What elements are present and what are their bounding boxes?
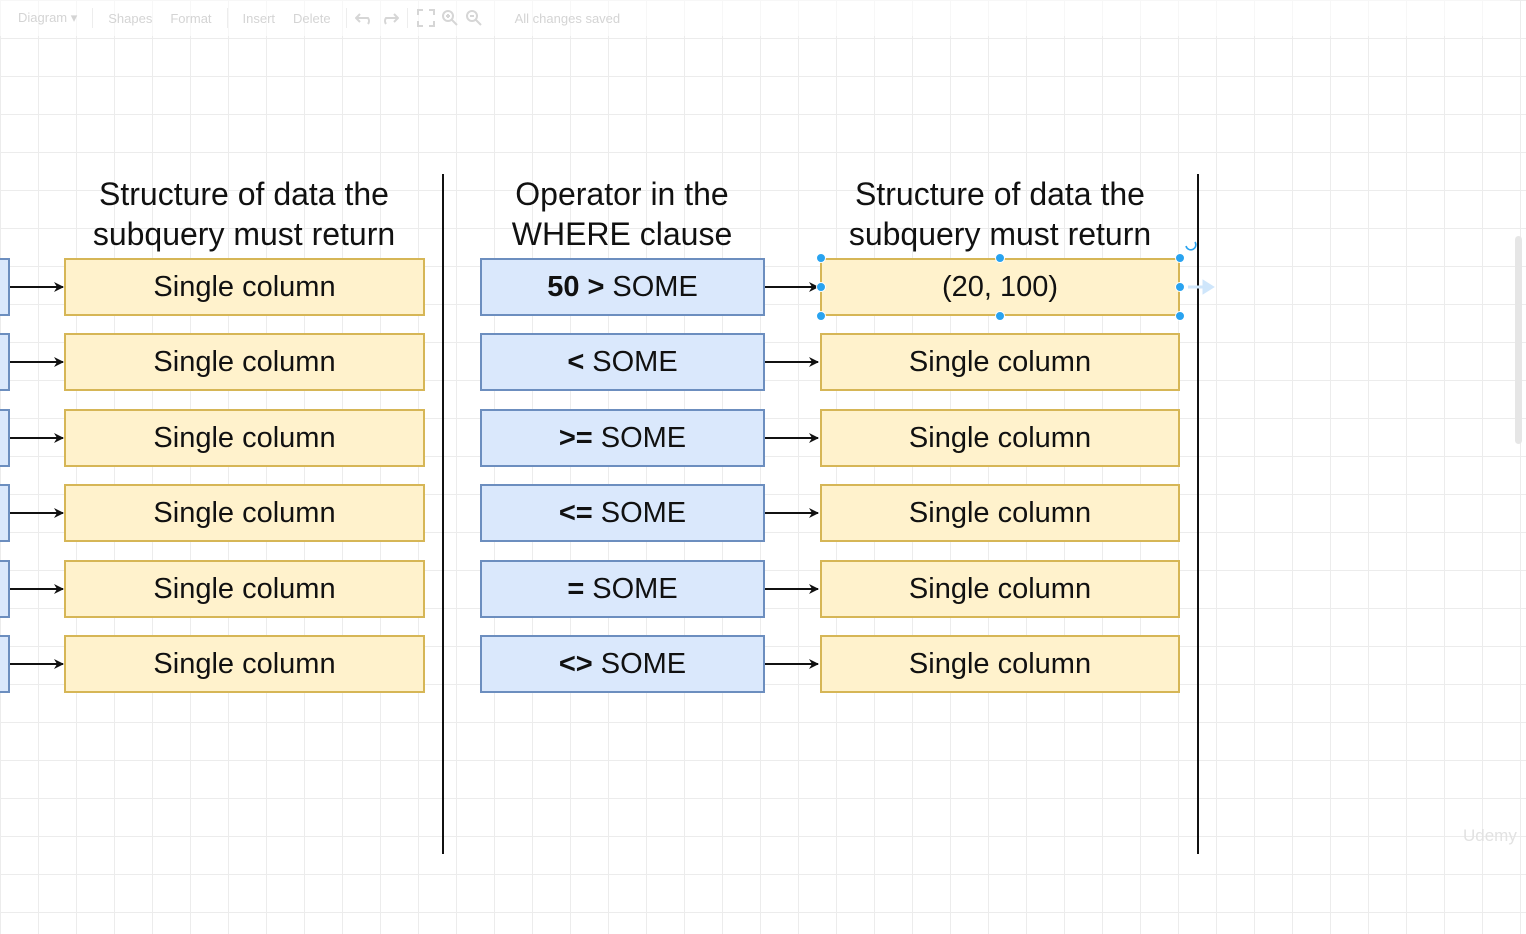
- clipped-box: [0, 560, 10, 618]
- clipped-box: [0, 333, 10, 391]
- insert-button[interactable]: Insert: [242, 10, 276, 26]
- resize-handle-w[interactable]: [816, 282, 826, 292]
- clipped-box: [0, 484, 10, 542]
- resize-handle-sw[interactable]: [816, 311, 826, 321]
- left-box-4[interactable]: Single column: [64, 484, 425, 542]
- resize-handle-e[interactable]: [1175, 282, 1185, 292]
- left-box-5[interactable]: Single column: [64, 560, 425, 618]
- clipped-box: [0, 635, 10, 693]
- right-box-4[interactable]: Single column: [820, 484, 1180, 542]
- left-column-heading: Structure of data the subquery must retu…: [92, 176, 396, 252]
- resize-handle-ne[interactable]: [1175, 253, 1185, 263]
- resize-handle-nw[interactable]: [816, 253, 826, 263]
- toolbar-divider: [226, 8, 228, 28]
- operator-word: SOME: [600, 421, 687, 454]
- operator-box-3[interactable]: >= SOME: [480, 409, 765, 467]
- clipped-box: [0, 258, 10, 316]
- operator-column-heading: Operator in the WHERE clause: [511, 176, 733, 252]
- right-box-5[interactable]: Single column: [820, 560, 1180, 618]
- resize-handle-se[interactable]: [1175, 311, 1185, 321]
- redo-icon[interactable]: [377, 11, 401, 25]
- diagram-menu-label: Diagram: [18, 10, 68, 25]
- operator-word: SOME: [600, 496, 687, 529]
- left-box-3[interactable]: Single column: [64, 409, 425, 467]
- diagram-menu[interactable]: Diagram ▾: [18, 10, 78, 25]
- connection-hint-arrow: [1188, 279, 1215, 295]
- operator-symbol: <: [567, 345, 585, 378]
- fit-page-icon[interactable]: [414, 9, 438, 27]
- operator-box-4[interactable]: <= SOME: [480, 484, 765, 542]
- right-box-3[interactable]: Single column: [820, 409, 1180, 467]
- operator-box-1[interactable]: 50 > SOME: [480, 258, 765, 316]
- udemy-watermark: Udemy: [1463, 826, 1517, 845]
- zoom-out-icon[interactable]: [462, 9, 486, 27]
- operator-word: SOME: [612, 270, 698, 303]
- operator-word: SOME: [592, 345, 678, 378]
- toolbar-divider: [345, 8, 347, 28]
- shapes-button[interactable]: Shapes: [108, 10, 153, 26]
- operator-box-6[interactable]: <> SOME: [480, 635, 765, 693]
- right-box-2[interactable]: Single column: [820, 333, 1180, 391]
- delete-button[interactable]: Delete: [293, 10, 331, 26]
- right-column-heading: Structure of data the subquery must retu…: [848, 176, 1152, 252]
- operator-symbol: >=: [558, 421, 593, 454]
- left-box-2[interactable]: Single column: [64, 333, 425, 391]
- left-box-6[interactable]: Single column: [64, 635, 425, 693]
- operator-symbol: =: [567, 572, 585, 605]
- vertical-scrollbar[interactable]: [1515, 236, 1522, 444]
- operator-value: 50: [547, 270, 580, 303]
- resize-handle-n[interactable]: [995, 253, 1005, 263]
- format-button[interactable]: Format: [170, 10, 212, 26]
- operator-symbol: >: [587, 270, 605, 303]
- operator-symbol: <>: [558, 647, 593, 680]
- clipped-box: [0, 409, 10, 467]
- operator-word: SOME: [600, 647, 687, 680]
- rotate-handle-icon: [1185, 241, 1197, 251]
- resize-handle-s[interactable]: [995, 311, 1005, 321]
- toolbar: Diagram ▾ Shapes Format Insert Delete Al…: [0, 0, 1510, 36]
- undo-icon[interactable]: [353, 11, 377, 25]
- operator-box-5[interactable]: = SOME: [480, 560, 765, 618]
- save-status: All changes saved: [514, 10, 621, 26]
- operator-symbol: <=: [558, 496, 593, 529]
- right-box-1-selected[interactable]: (20, 100): [820, 258, 1180, 316]
- zoom-in-icon[interactable]: [438, 9, 462, 27]
- page-tabs-ruler: [0, 920, 1526, 934]
- left-box-1[interactable]: Single column: [64, 258, 425, 316]
- toolbar-divider: [406, 8, 408, 28]
- right-box-6[interactable]: Single column: [820, 635, 1180, 693]
- toolbar-divider: [92, 8, 94, 28]
- operator-box-2[interactable]: < SOME: [480, 333, 765, 391]
- divider-line: [1197, 174, 1199, 854]
- operator-word: SOME: [592, 572, 678, 605]
- divider-line: [442, 174, 444, 854]
